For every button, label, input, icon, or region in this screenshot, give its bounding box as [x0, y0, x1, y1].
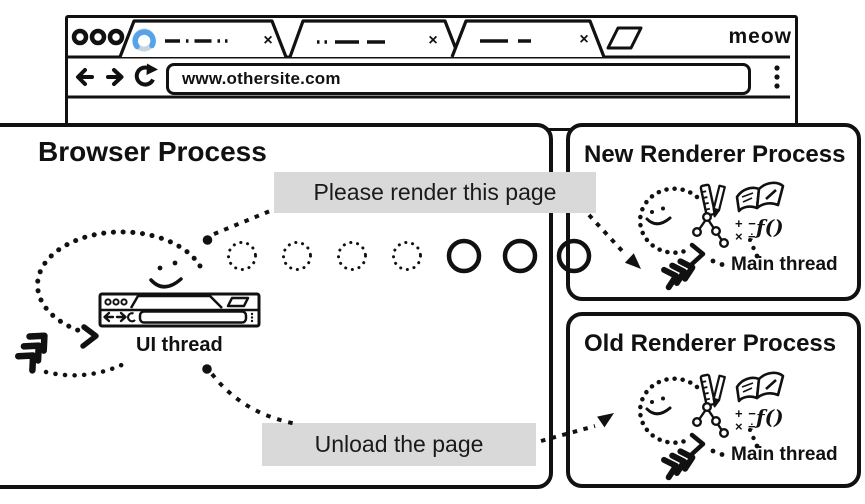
main-thread-label-new: Main thread [731, 254, 838, 275]
old-renderer-title: Old Renderer Process [584, 330, 837, 357]
tab1-close-icon[interactable]: × [263, 32, 273, 49]
brand-text: meow [728, 25, 792, 48]
main-thread-label-old: Main thread [731, 444, 838, 465]
url-bar[interactable]: www.othersite.com [166, 63, 751, 95]
new-renderer-title: New Renderer Process [584, 141, 846, 168]
tab2-close-icon[interactable]: × [428, 32, 438, 49]
message-please-render: Please render this page [274, 172, 596, 213]
tab3-close-icon[interactable]: × [579, 31, 589, 48]
browser-process-title: Browser Process [38, 136, 267, 167]
ui-thread-label: UI thread [136, 334, 223, 356]
message-unload-page: Unload the page [262, 423, 536, 466]
